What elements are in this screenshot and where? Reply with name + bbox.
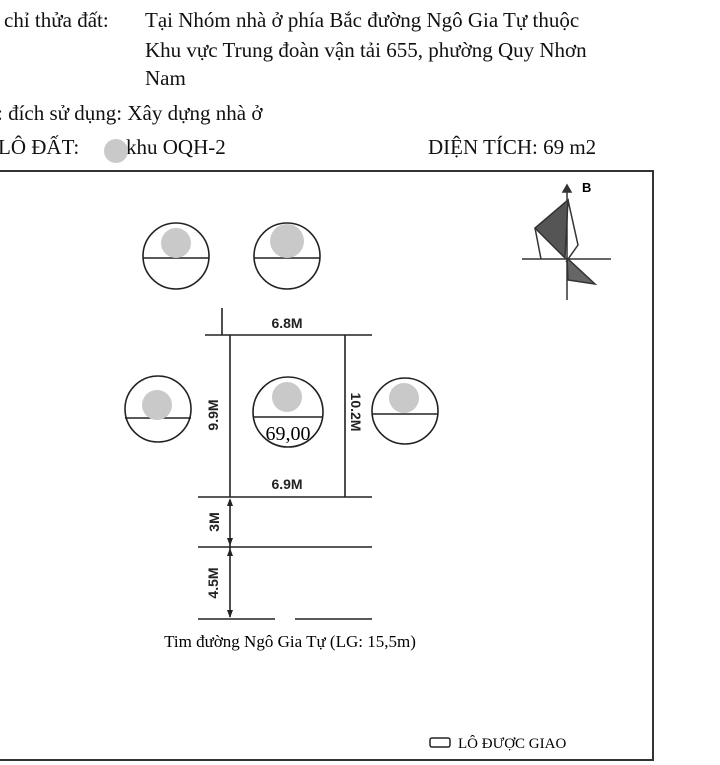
lot-area: DIỆN TÍCH: 69 m2 bbox=[428, 135, 597, 159]
road-caption: Tim đường Ngô Gia Tự (LG: 15,5m) bbox=[164, 632, 416, 651]
right-depth-label: 10.2M bbox=[348, 393, 364, 432]
address-label: chỉ thửa đất: bbox=[4, 8, 109, 32]
address-line-1: Tại Nhóm nhà ở phía Bắc đường Ngô Gia Tự… bbox=[145, 8, 580, 32]
north-label: B bbox=[582, 180, 591, 195]
neighbor-lot-marker bbox=[371, 377, 439, 445]
address-line-2: Khu vực Trung đoàn vận tải 655, phường Q… bbox=[145, 38, 587, 62]
redacted-lot-number bbox=[104, 139, 128, 163]
legend-label: LÔ ĐƯỢC GIAO bbox=[458, 735, 566, 752]
lot-area-value: 69,00 bbox=[266, 423, 311, 445]
land-use-purpose: : đích sử dụng: Xây dựng nhà ở bbox=[0, 101, 263, 125]
lot-zone: khu OQH-2 bbox=[126, 135, 226, 159]
lot-area-marker bbox=[252, 376, 324, 448]
top-width-label: 6.8M bbox=[271, 315, 302, 331]
north-arrow-icon bbox=[522, 183, 611, 300]
legend-swatch bbox=[429, 737, 451, 748]
setback-label: 3M bbox=[206, 512, 222, 531]
left-depth-label: 9.9M bbox=[205, 399, 221, 430]
bottom-width-label: 6.9M bbox=[271, 476, 302, 492]
lot-boundary bbox=[198, 308, 372, 620]
address-line-3: Nam bbox=[145, 66, 186, 90]
lot-label: LÔ ĐẤT: bbox=[0, 135, 80, 159]
frame-border bbox=[0, 170, 654, 761]
dimension-arrowheads bbox=[227, 498, 233, 618]
half-road-label: 4.5M bbox=[205, 567, 221, 598]
